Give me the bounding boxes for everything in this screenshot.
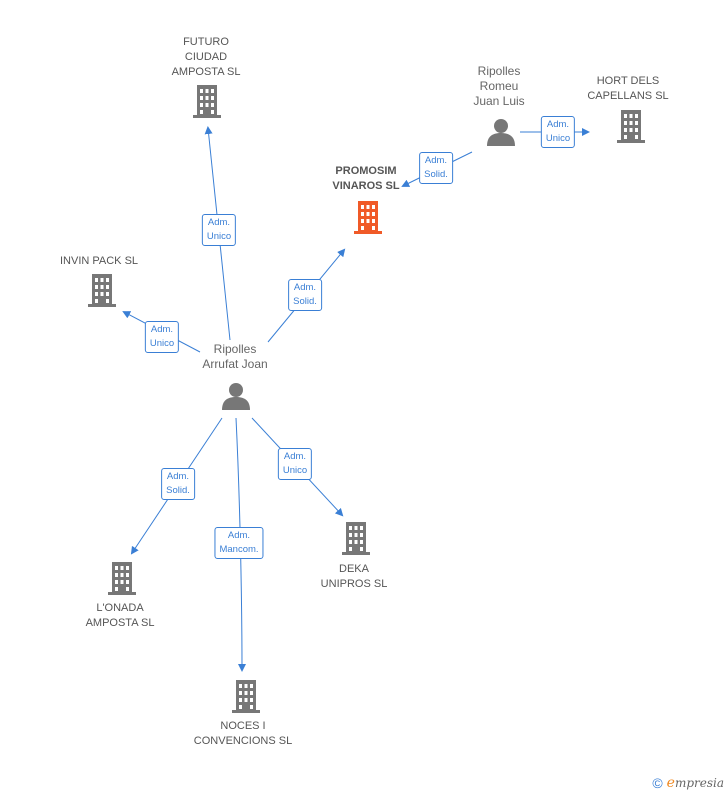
edge-label-deka[interactable]: Adm. Unico [277, 448, 313, 480]
brand-logo[interactable]: empresia [666, 775, 724, 791]
node-label-hort[interactable]: HORT DELS CAPELLANS SL [587, 75, 669, 102]
building-icon[interactable] [617, 110, 645, 143]
edge-label-invin[interactable]: Adm. Unico [144, 321, 180, 353]
copyright-symbol: © [652, 775, 663, 791]
building-icon[interactable] [108, 562, 136, 595]
building-icon[interactable] [342, 522, 370, 555]
edge-label-hort[interactable]: Adm. Unico [540, 116, 576, 148]
node-label-deka[interactable]: DEKA UNIPROS SL [320, 563, 388, 590]
node-label-arrufat[interactable]: Ripolles Arrufat Joan [202, 342, 268, 371]
edge-label-londa[interactable]: Adm. Solid. [161, 468, 195, 500]
edge-label-noces[interactable]: Adm. Mancom. [214, 527, 264, 559]
edge-label-promosim-arrufat[interactable]: Adm. Solid. [288, 279, 322, 311]
building-icon[interactable] [354, 201, 382, 234]
node-label-invin[interactable]: INVIN PACK SL [59, 255, 139, 267]
copyright-footer: © empresia [652, 775, 724, 791]
building-icon[interactable] [193, 85, 221, 118]
building-icon[interactable] [232, 680, 260, 713]
building-icon[interactable] [88, 274, 116, 307]
person-icon[interactable] [222, 383, 250, 410]
person-icon[interactable] [487, 119, 515, 146]
node-label-promosim[interactable]: PROMOSIM VINAROS SL [332, 165, 400, 192]
node-label-noces[interactable]: NOCES I CONVENCIONS SL [193, 720, 293, 747]
node-label-futuro[interactable]: FUTURO CIUDAD AMPOSTA SL [171, 36, 241, 78]
edge-label-futuro[interactable]: Adm. Unico [201, 214, 237, 246]
node-label-romeu[interactable]: Ripolles Romeu Juan Luis [473, 64, 525, 108]
node-label-londa[interactable]: L'ONADA AMPOSTA SL [85, 602, 155, 629]
edge-label-promosim-romeu[interactable]: Adm. Solid. [419, 152, 453, 184]
